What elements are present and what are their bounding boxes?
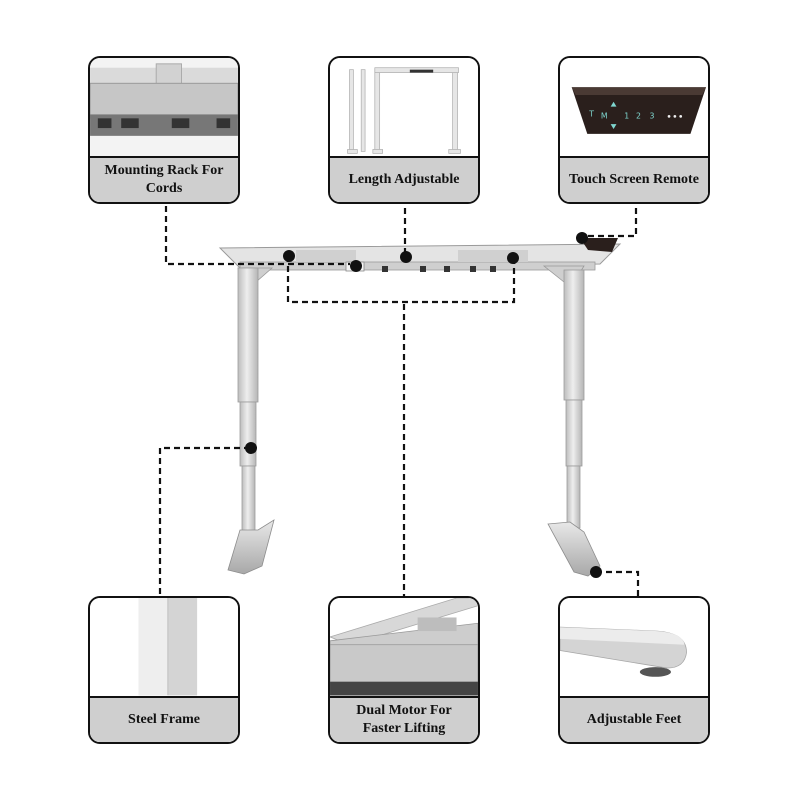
marker-dot <box>507 252 519 264</box>
feature-card-steel-frame: Steel Frame <box>88 596 240 744</box>
connector-motor-bracket <box>286 256 516 304</box>
remote-miniature <box>580 238 618 252</box>
marker-dot <box>283 250 295 262</box>
steel-frame-label: Steel Frame <box>90 696 238 742</box>
length-adjustable-label: Length Adjustable <box>330 156 478 202</box>
connector-feet <box>596 570 640 598</box>
remote-key-2: 2 <box>636 111 641 120</box>
feature-card-length-adjustable: Length Adjustable <box>328 56 480 204</box>
remote-key-3: 3 <box>650 111 655 120</box>
right-leg <box>542 265 601 577</box>
connector-steel-frame <box>158 446 250 598</box>
feature-card-adjustable-feet: Adjustable Feet <box>558 596 710 744</box>
connector-mounting-rack <box>164 206 350 266</box>
remote-key-1: 1 <box>624 111 629 120</box>
connector-remote <box>588 208 638 238</box>
dual-motor-label: Dual Motor For Faster Lifting <box>330 696 478 742</box>
desk-top-crossbar <box>218 238 622 272</box>
touch-screen-label: Touch Screen Remote <box>560 156 708 202</box>
adjustable-feet-label: Adjustable Feet <box>560 696 708 742</box>
feature-card-dual-motor: Dual Motor For Faster Lifting <box>328 596 480 744</box>
remote-key-m: M <box>601 111 608 120</box>
marker-dot <box>400 251 412 263</box>
marker-dot <box>590 566 602 578</box>
mounting-rack-label: Mounting Rack For Cords <box>90 156 238 202</box>
marker-dot <box>576 232 588 244</box>
marker-dot <box>350 260 362 272</box>
remote-key-t: T <box>588 109 594 118</box>
feature-card-touch-screen: T M 1 2 3 Touch Screen Remote <box>558 56 710 204</box>
marker-dot <box>245 442 257 454</box>
left-leg <box>227 267 275 575</box>
feature-card-mounting-rack: Mounting Rack For Cords <box>88 56 240 204</box>
up-arrow-icon <box>610 101 617 107</box>
down-arrow-icon <box>610 124 617 130</box>
